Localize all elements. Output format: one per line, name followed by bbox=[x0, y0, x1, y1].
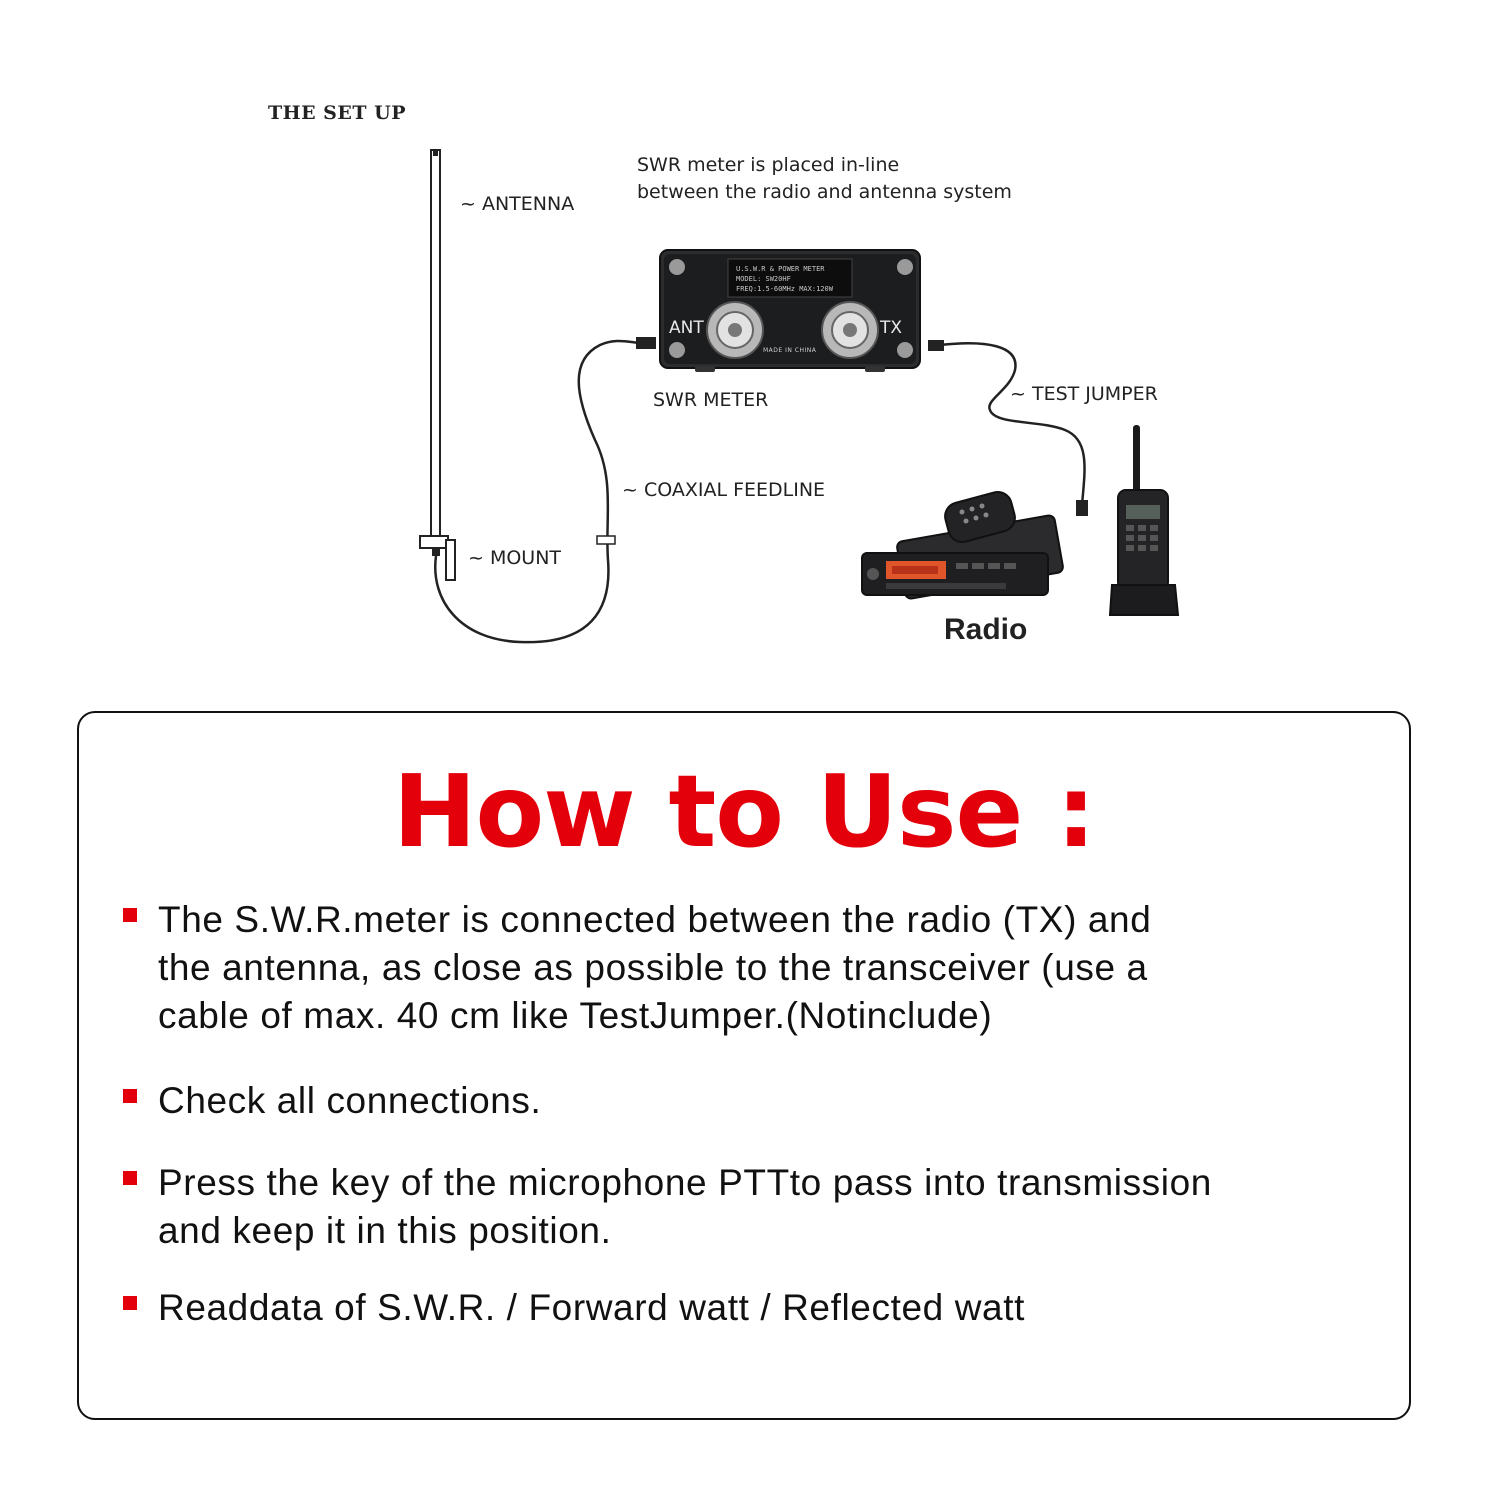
ant-port-label: ANT bbox=[669, 318, 704, 338]
step-3-line-2: and keep it in this position. bbox=[158, 1210, 612, 1251]
step-1-line-3: cable of max. 40 cm like TestJumper.(Not… bbox=[158, 995, 993, 1036]
meter-panel-line2: MODEL: SW20HF bbox=[736, 275, 791, 283]
step-4-line-1: Readdata of S.W.R. / Forward watt / Refl… bbox=[158, 1287, 1025, 1328]
square-bullet-icon bbox=[123, 1089, 137, 1103]
handheld-radio-graphic bbox=[1108, 425, 1180, 616]
coaxial-feedline-cable bbox=[434, 339, 641, 644]
how-to-use-panel: How to Use : The S.W.R.meter is connecte… bbox=[77, 711, 1411, 1420]
antenna-label: ~ ANTENNA bbox=[460, 193, 575, 215]
meter-panel-line3: FREQ:1.5-60MHz MAX:120W bbox=[736, 285, 834, 293]
made-in-label: MADE IN CHINA bbox=[763, 347, 817, 354]
setup-title: THE SET UP bbox=[268, 102, 406, 124]
step-item: Check all connections. bbox=[123, 1077, 1373, 1127]
swr-meter-label: SWR METER bbox=[653, 389, 769, 411]
tx-port-label: TX bbox=[879, 318, 902, 338]
square-bullet-icon bbox=[123, 1171, 137, 1185]
setup-diagram: U.S.W.R & POWER METER MODEL: SW20HF FREQ… bbox=[0, 0, 1500, 690]
step-1-line-1: The S.W.R.meter is connected between the… bbox=[158, 899, 1152, 940]
setup-diagram-art: U.S.W.R & POWER METER MODEL: SW20HF FREQ… bbox=[419, 149, 1180, 644]
radio-label: Radio bbox=[944, 613, 1028, 646]
setup-note-line2: between the radio and antenna system bbox=[637, 181, 1012, 203]
swr-meter-graphic: U.S.W.R & POWER METER MODEL: SW20HF FREQ… bbox=[659, 249, 921, 372]
test-jumper-cable bbox=[939, 342, 1086, 506]
how-to-use-title: How to Use : bbox=[392, 753, 1096, 870]
square-bullet-icon bbox=[123, 1296, 137, 1310]
step-item: Readdata of S.W.R. / Forward watt / Refl… bbox=[123, 1284, 1373, 1334]
coaxial-feedline-label: ~ COAXIAL FEEDLINE bbox=[622, 479, 826, 501]
mount-label: ~ MOUNT bbox=[468, 547, 562, 569]
step-item: Press the key of the microphone PTTto pa… bbox=[123, 1159, 1373, 1259]
test-jumper-label: ~ TEST JUMPER bbox=[1010, 383, 1158, 405]
meter-panel-line1: U.S.W.R & POWER METER bbox=[736, 265, 825, 273]
mobile-radio-graphic bbox=[861, 491, 1064, 600]
step-2-line-1: Check all connections. bbox=[158, 1080, 542, 1121]
antenna-graphic bbox=[419, 149, 456, 581]
step-item: The S.W.R.meter is connected between the… bbox=[123, 896, 1373, 1046]
step-3-line-1: Press the key of the microphone PTTto pa… bbox=[158, 1162, 1212, 1203]
square-bullet-icon bbox=[123, 908, 137, 922]
step-1-line-2: the antenna, as close as possible to the… bbox=[158, 947, 1148, 988]
setup-note-line1: SWR meter is placed in-line bbox=[637, 154, 900, 176]
